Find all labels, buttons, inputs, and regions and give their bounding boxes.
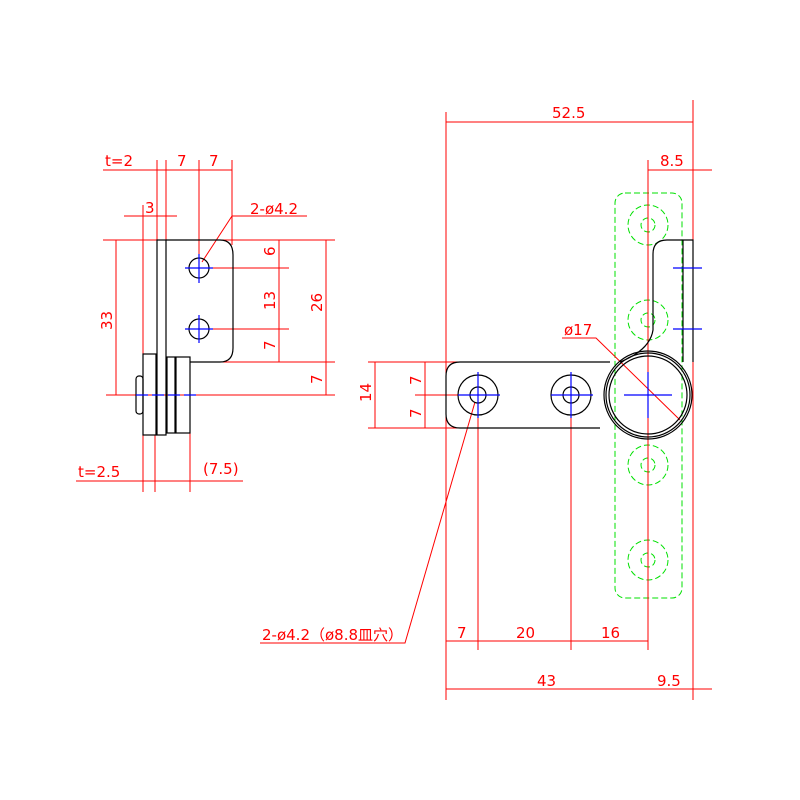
dim-h-top: 6 xyxy=(261,246,279,256)
dim-h-mid: 13 xyxy=(261,291,279,310)
label-holes: 2-ø4.2 xyxy=(250,200,298,218)
label-holes-note: 2-ø4.2（ø8.8皿穴） xyxy=(262,626,403,644)
dim-t-hub: t=2.5 xyxy=(78,463,120,481)
dim-t-plate: t=2 xyxy=(105,152,133,170)
dim-h-lower: 7 xyxy=(308,374,326,384)
dim-overall: 33 xyxy=(98,311,116,330)
dim-w1: 7 xyxy=(177,152,187,170)
dim-pivot-dia: ø17 xyxy=(564,321,592,339)
dim-x2: 20 xyxy=(516,624,535,642)
dim-w3: 3 xyxy=(145,199,155,217)
dim-hub-len: (7.5) xyxy=(203,460,239,478)
dim-w2: 7 xyxy=(209,152,219,170)
dim-h-bot: 7 xyxy=(261,340,279,350)
front-view: 52.5 8.5 ø17 14 7 7 2-ø4.2（ø8.8皿穴） 7 20 … xyxy=(260,100,712,700)
dim-arm-height: 14 xyxy=(357,383,375,402)
dim-h-total: 26 xyxy=(308,293,326,312)
dim-pivot-right: 9.5 xyxy=(657,672,681,690)
side-view: t=2 7 7 3 2-ø4.2 6 13 7 26 7 33 t=2.5 (7… xyxy=(76,152,335,492)
dim-arm-half2: 7 xyxy=(407,408,425,418)
dim-pivot-x: 43 xyxy=(537,672,556,690)
dim-arm-half1: 7 xyxy=(407,375,425,385)
dim-x3: 16 xyxy=(601,624,620,642)
dim-plate-offset: 8.5 xyxy=(660,152,684,170)
dim-x1: 7 xyxy=(457,624,467,642)
dim-overall-width: 52.5 xyxy=(552,104,585,122)
